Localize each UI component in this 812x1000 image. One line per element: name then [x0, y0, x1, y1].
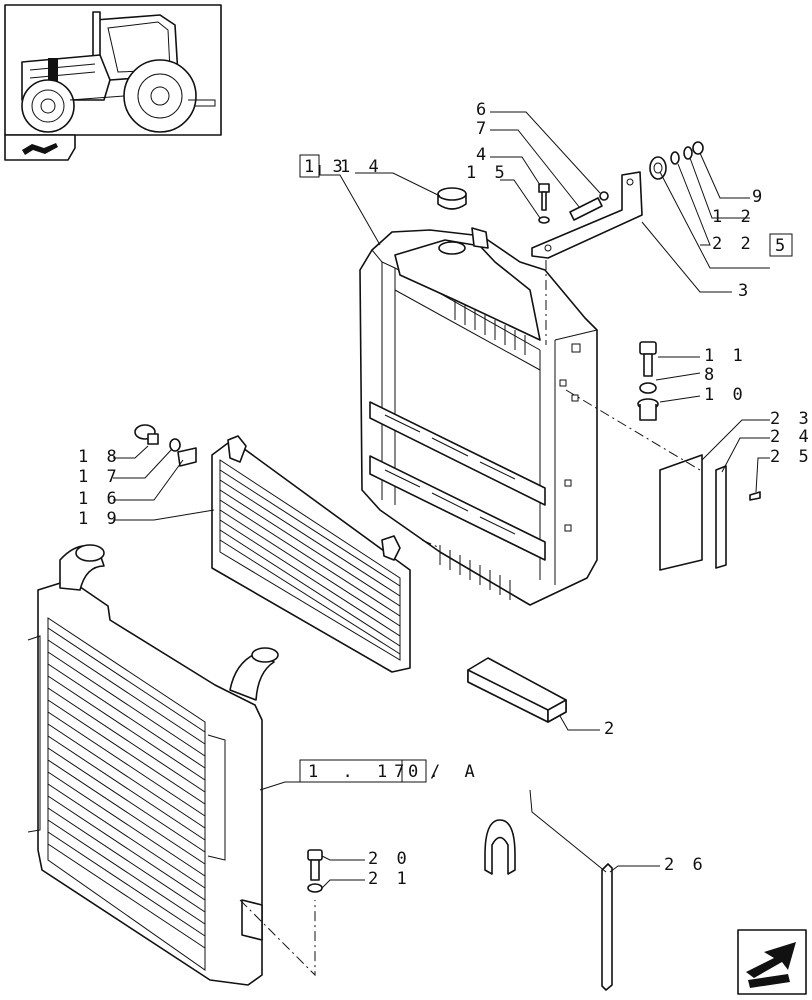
- cross-reference-suffix: / A: [430, 762, 482, 782]
- rubber-mount: [649, 141, 704, 180]
- cross-reference[interactable]: 1 . 17 . 0 / A: [299, 759, 482, 783]
- cross-reference-box: 0: [408, 762, 425, 782]
- washer-21: [307, 883, 323, 893]
- seal-strip-24: [715, 465, 727, 569]
- callout-23: 2 3: [770, 409, 812, 429]
- ref-box-5: [769, 233, 793, 257]
- cross-reference-main: 1 . 17 .: [308, 762, 446, 782]
- callout-20: 2 0: [368, 849, 411, 869]
- callout-3: 3: [738, 281, 752, 301]
- intercooler: [27, 544, 279, 986]
- callout-labels: 1 3 1 4 6 7 4 1 5 9 1 2 2 2 5 3 1 1 8 1 …: [78, 100, 812, 889]
- callout-7: 7: [476, 119, 490, 139]
- section-arrow-icon: [4, 134, 76, 161]
- callout-11: 1 1: [704, 346, 747, 366]
- spacer-10: [637, 398, 659, 421]
- callout-2: 2: [604, 719, 618, 739]
- leader-lines: [113, 111, 770, 977]
- callout-22: 2 2: [712, 234, 755, 254]
- seal-plate-23: [659, 454, 703, 571]
- callout-26: 2 6: [664, 855, 707, 875]
- mounting-bracket: [531, 171, 643, 259]
- foam-block: [467, 657, 567, 723]
- callout-13: 1 3: [304, 157, 347, 177]
- callout-17: 1 7: [78, 467, 121, 487]
- callout-9: 9: [752, 187, 766, 207]
- bolt-20: [307, 849, 323, 881]
- tractor-thumbnail-icon: [4, 4, 222, 136]
- callout-8: 8: [704, 365, 718, 385]
- bolt-4: [538, 183, 550, 224]
- callout-15: 1 5: [466, 163, 509, 183]
- filler-cap: [437, 187, 467, 210]
- radiator-assembly: [359, 227, 598, 606]
- callout-14: 1 4: [340, 157, 383, 177]
- edge-trim: [484, 819, 613, 991]
- callout-16: 1 6: [78, 489, 121, 509]
- oil-cooler: [211, 435, 411, 673]
- callout-21: 2 1: [368, 869, 411, 889]
- callout-18: 1 8: [78, 447, 121, 467]
- callout-24: 2 4: [770, 427, 812, 447]
- bolt-7: [569, 197, 603, 221]
- callout-6: 6: [476, 100, 490, 120]
- ref-box-13: [299, 154, 320, 178]
- callout-12: 1 2: [712, 207, 755, 227]
- bolt-11: [639, 341, 657, 377]
- screw-25: [749, 491, 761, 501]
- washer-8: [639, 382, 657, 394]
- nut-6: [599, 191, 609, 201]
- callout-25: 2 5: [770, 447, 812, 467]
- drain-plug: [134, 424, 197, 467]
- callout-5: 5: [775, 236, 789, 256]
- callout-19: 1 9: [78, 509, 121, 529]
- next-page-arrow-icon[interactable]: [737, 929, 807, 995]
- callout-4: 4: [476, 145, 490, 165]
- callout-10: 1 0: [704, 385, 747, 405]
